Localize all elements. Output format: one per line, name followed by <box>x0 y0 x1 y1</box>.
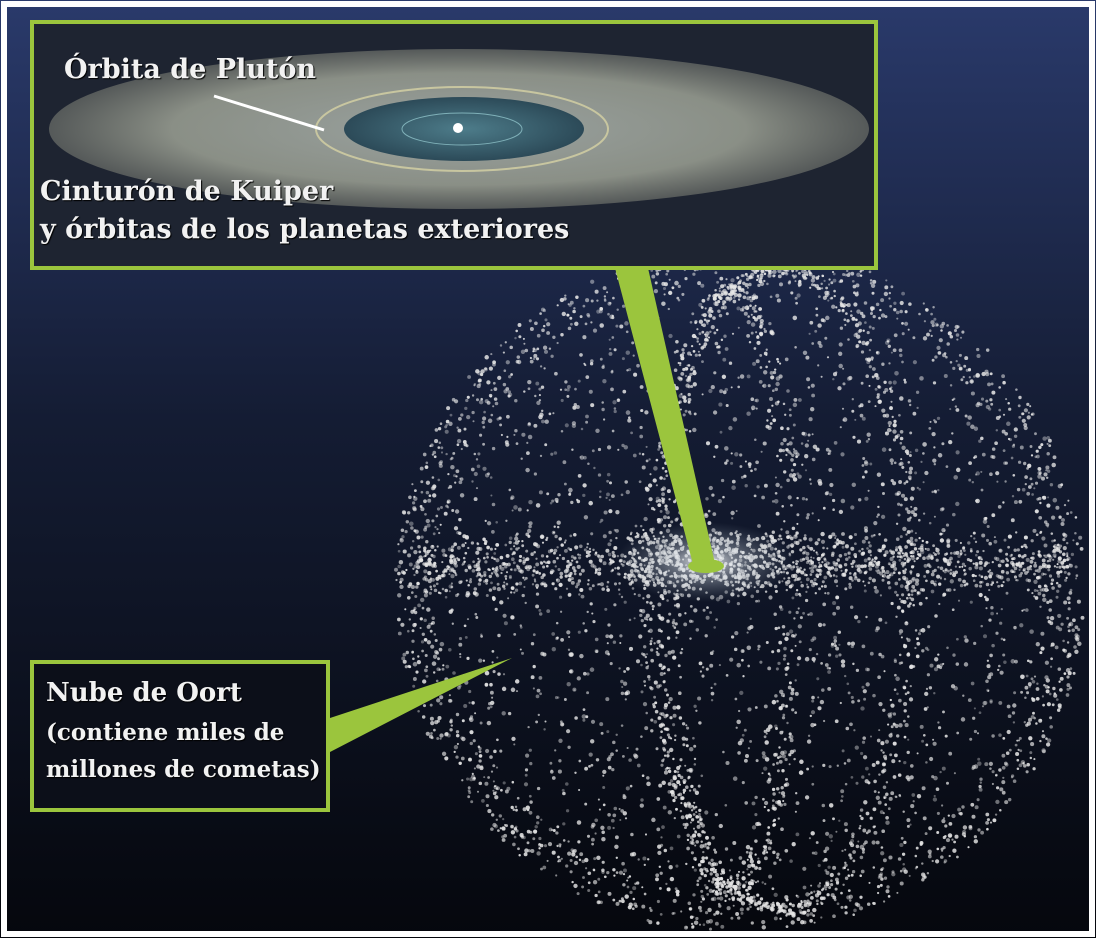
oort-cloud-description-line2: millones de cometas) <box>46 756 321 783</box>
oort-cloud-title: Nube de Oort <box>46 678 242 708</box>
kuiper-belt-illustration <box>49 49 869 209</box>
pluto-orbit-pointer-line <box>213 94 325 132</box>
sun-marker <box>453 123 463 133</box>
oort-cloud-description-line1: (contiene miles de <box>46 719 285 746</box>
oort-pointer <box>330 658 512 752</box>
central-marker <box>688 559 724 573</box>
pluto-orbit-label: Órbita de Plutón <box>64 54 317 85</box>
kuiper-belt-label: Cinturón de Kuiper <box>40 176 334 207</box>
kuiper-pointer <box>615 268 716 568</box>
kuiper-belt-inset: Órbita de Plutón Cinturón de Kuiper y ór… <box>30 20 878 270</box>
oort-cloud-label-box: Nube de Oort (contiene miles de millones… <box>30 660 330 812</box>
inner-planets-orbits <box>344 97 584 161</box>
inner-orbit-ring <box>401 112 523 146</box>
outer-planets-label: y órbitas de los planetas exteriores <box>40 214 570 245</box>
